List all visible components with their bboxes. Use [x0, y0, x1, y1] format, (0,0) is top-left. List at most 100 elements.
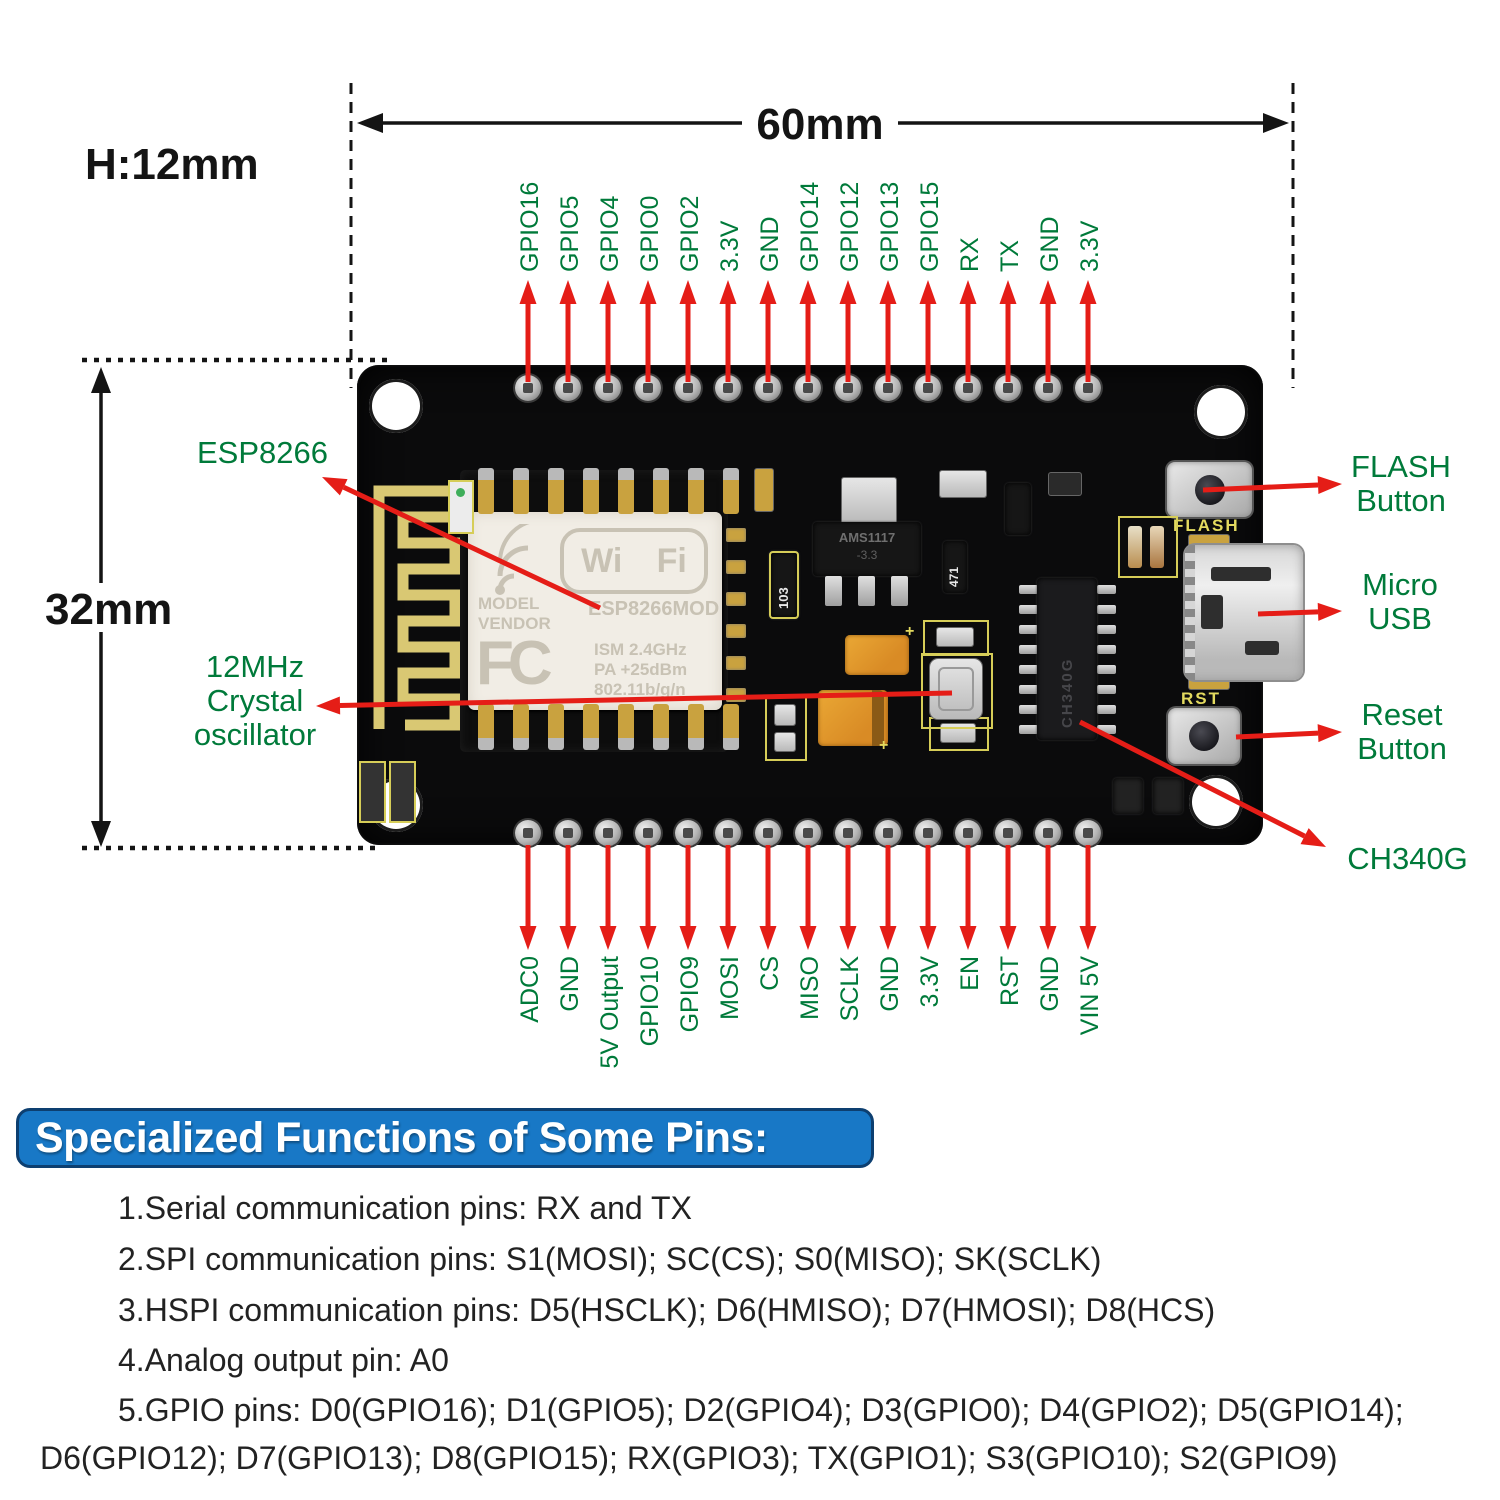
module-side-pad: [726, 528, 746, 542]
ch340g-chip: CH340G: [1037, 578, 1097, 740]
height-dimension-label: H:12mm: [85, 140, 259, 189]
ch340g-pin: [1019, 705, 1038, 714]
pin-bottom-S2: [675, 820, 701, 846]
callout-ch340g: CH340G: [1347, 841, 1468, 876]
smd-transistor: [1049, 473, 1081, 495]
pin-label-bottom-MISO: MISO: [796, 956, 824, 1020]
smd-pad: [755, 469, 773, 511]
pin-arrow-top-GND-head: [1039, 280, 1057, 304]
module-spec-line: ISM 2.4GHz: [594, 640, 687, 659]
plus-mark: +: [905, 623, 915, 640]
pin-label-bottom-CS: CS: [756, 956, 784, 991]
pin-label-top-GND: GND: [756, 216, 784, 272]
pin-bottom-G: [875, 820, 901, 846]
module-pad: [513, 468, 529, 514]
pin-bottom-VIN: [1075, 820, 1101, 846]
pin-arrow-top-GPIO5-head: [559, 280, 577, 304]
pin-label-top-GPIO13: GPIO13: [876, 181, 904, 272]
ch340g-pin: [1097, 585, 1116, 594]
module-pad: [583, 468, 599, 514]
ch340g-pin: [1097, 625, 1116, 634]
module-pad: [513, 704, 529, 750]
usb-pad: [1189, 677, 1229, 689]
smd-component: [940, 471, 986, 497]
pin-label-bottom-GND: GND: [556, 956, 584, 1012]
pin-label-top-3.3V: 3.3V: [1076, 220, 1104, 272]
module-spec-line: 802.11b/g/n: [594, 680, 686, 699]
pin-arrow-bottom-MOSI-head: [719, 926, 737, 950]
module-pad: [723, 704, 739, 750]
pin-label-bottom-GND: GND: [876, 956, 904, 1012]
pin-arrow-top-3.3V-head: [719, 280, 737, 304]
module-pad: [548, 704, 564, 750]
pin-label-top-3.3V: 3.3V: [716, 220, 744, 272]
pin-arrow-bottom-SCLK-head: [839, 926, 857, 950]
pin-label-bottom-VIN 5V: VIN 5V: [1076, 956, 1104, 1036]
regulator-leg: [825, 576, 842, 606]
pin-label-top-TX: TX: [996, 240, 1024, 272]
pin-bottom-G: [1035, 820, 1061, 846]
resistor-pair-frame: [1118, 516, 1178, 578]
resistor-network: [1005, 483, 1031, 535]
resistor-network-471: 471: [943, 541, 967, 593]
resistor-marking: 471: [947, 566, 961, 587]
module-pad: [583, 704, 599, 750]
pin-arrow-top-GPIO12-head: [839, 280, 857, 304]
smd-component: [389, 761, 416, 823]
sot23-transistor: [1113, 778, 1143, 814]
pin-label-top-GPIO4: GPIO4: [596, 195, 624, 272]
module-pad: [653, 468, 669, 514]
pin-arrow-top-GPIO0-head: [639, 280, 657, 304]
pin-label-top-GPIO15: GPIO15: [916, 181, 944, 272]
pin-top-D1: [555, 375, 581, 401]
pin-arrow-bottom-CS-head: [759, 926, 777, 950]
pin-label-bottom-EN: EN: [956, 956, 984, 991]
module-spec-line: PA +25dBm: [594, 660, 688, 679]
resistor-marking: 103: [776, 587, 791, 609]
resistor-network-103: 103: [769, 551, 799, 619]
pin-arrow-bottom-GPIO9-head: [679, 926, 697, 950]
pin-arrow-top-3.3V-head: [1079, 280, 1097, 304]
ch340g-pin: [1097, 645, 1116, 654]
section-title: Specialized Functions of Some Pins:: [35, 1113, 768, 1162]
pin-top-RX: [955, 375, 981, 401]
pin-label-bottom-GPIO9: GPIO9: [676, 956, 704, 1033]
ch340g-pin: [1019, 645, 1038, 654]
pin-label-top-GND: GND: [1036, 216, 1064, 272]
callout-esp8266: ESP8266: [197, 435, 328, 470]
mounting-hole: [1189, 775, 1243, 829]
dim-32mm-down-head: [91, 821, 111, 847]
pin-bottom-EN: [955, 820, 981, 846]
fcc-logo: FC: [476, 629, 553, 698]
width-dimension-label: 60mm: [756, 100, 884, 149]
pin-label-bottom-MOSI: MOSI: [716, 956, 744, 1020]
usb-pad: [1189, 535, 1229, 547]
module-side-pad: [726, 624, 746, 638]
rst-silk-label: RST: [1181, 689, 1221, 708]
pin-top-D3: [635, 375, 661, 401]
pin-bottom-G: [555, 820, 581, 846]
module-pad: [548, 468, 564, 514]
ch340g-pin: [1097, 725, 1116, 734]
pin-label-top-GPIO12: GPIO12: [836, 181, 864, 272]
module-side-pad: [726, 688, 746, 702]
ch340g-pin: [1019, 725, 1038, 734]
pin-label-bottom-GND: GND: [1036, 956, 1064, 1012]
pin-label-bottom-ADC0: ADC0: [516, 956, 544, 1023]
arrow-reset-head: [1317, 724, 1342, 743]
section-banner: Specialized Functions of Some Pins:: [16, 1108, 874, 1168]
pin-arrow-bottom-VIN 5V-head: [1079, 926, 1097, 950]
ch340g-pin: [1019, 625, 1038, 634]
pin-arrow-top-GPIO14-head: [799, 280, 817, 304]
pin-arrow-bottom-EN-head: [959, 926, 977, 950]
pin-arrow-top-GND-head: [759, 280, 777, 304]
regulator-marking: AMS1117: [838, 530, 896, 545]
module-side-pad: [726, 592, 746, 606]
ch340g-pin: [1019, 665, 1038, 674]
ch340g-pin: [1019, 605, 1038, 614]
